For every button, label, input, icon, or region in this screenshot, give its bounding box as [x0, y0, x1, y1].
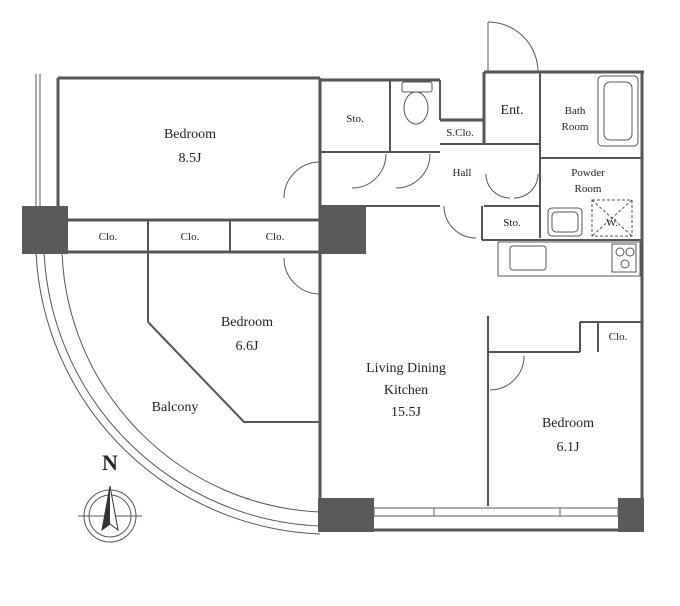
bath-label-line-1: Bath — [565, 105, 586, 117]
storage-hall-label: Sto. — [503, 217, 521, 229]
doors — [283, 21, 539, 391]
bedroom-8-5-size: 8.5J — [179, 151, 203, 166]
closet-1-label: Clo. — [99, 231, 118, 243]
bedroom-6-1-name: Bedroom — [542, 416, 594, 431]
bath-label-line-2: Room — [562, 121, 589, 133]
bedroom-6-1-size: 6.1J — [557, 440, 581, 455]
bedroom-6-6-name: Bedroom — [221, 315, 273, 330]
entrance-label: Ent. — [501, 103, 524, 118]
fixtures — [401, 75, 639, 273]
balcony-outline — [35, 251, 321, 535]
closet-2-label: Clo. — [181, 231, 200, 243]
ldk-name-line-2: Kitchen — [384, 383, 428, 398]
compass: N — [78, 450, 142, 543]
closet-3-label: Clo. — [266, 231, 285, 243]
powder-label-line-2: Room — [575, 183, 602, 195]
north-label: N — [102, 450, 118, 475]
walls — [35, 70, 644, 532]
bedroom-8-5-name: Bedroom — [164, 127, 216, 142]
storage-top-label: Sto. — [346, 113, 364, 125]
washer-label: W. — [606, 217, 618, 229]
bedroom-6-6-size: 6.6J — [236, 339, 260, 354]
balcony-label: Balcony — [152, 400, 199, 415]
powder-label-line-1: Powder — [571, 167, 605, 179]
hall-label: Hall — [453, 167, 472, 179]
pillars — [22, 206, 644, 532]
closet-4-label: Clo. — [609, 331, 628, 343]
ldk-size: 15.5J — [391, 405, 422, 420]
ldk-name-line-1: Living Dining — [366, 361, 446, 376]
shoe-closet-label: S.Clo. — [446, 127, 474, 139]
